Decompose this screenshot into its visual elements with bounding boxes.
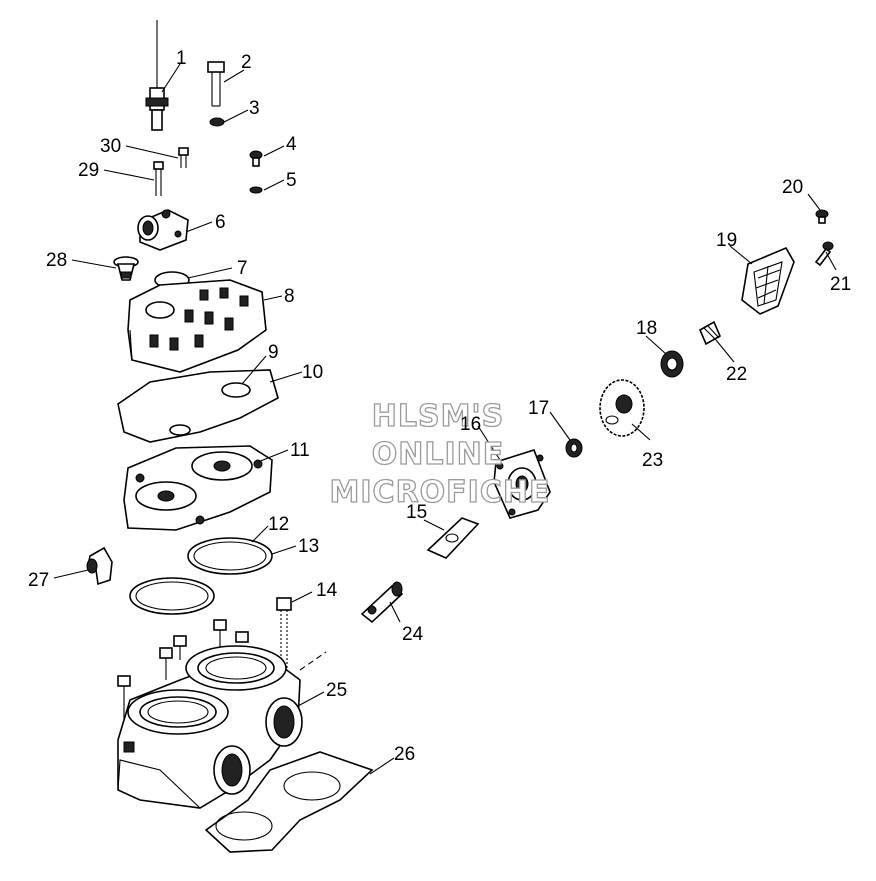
part-28-thermostat [113,256,139,281]
watermark-line-2: ONLINE [372,437,505,472]
callout-13: 13 [298,536,319,557]
part-8-cylinder-head-cover [127,279,267,373]
callout-17: 17 [528,398,549,419]
part-11-cylinder-head [123,445,273,531]
part-27-elbow-fitting [86,546,113,586]
callout-27: 27 [28,570,49,591]
callout-24: 24 [402,624,424,645]
callout-30: 30 [100,136,121,157]
part-20-screw [815,209,829,224]
callout-4: 4 [286,134,297,155]
callout-12: 12 [268,514,289,535]
callout-14: 14 [316,580,338,601]
part-25-cylinder-block [117,619,327,809]
part-29-bolt [153,161,164,196]
callout-20: 20 [782,177,803,198]
callout-numbers: 1 2 3 4 5 6 7 8 9 10 11 12 13 14 15 16 1… [28,48,851,765]
part-10-head-gasket [117,369,279,443]
callout-26: 26 [394,744,415,765]
callout-10: 10 [302,362,323,383]
part-14-stud [276,597,292,668]
part-17-seal [565,438,583,458]
callout-9: 9 [268,342,279,363]
callout-6: 6 [215,212,226,233]
leader-lines [53,63,837,775]
callout-22: 22 [726,364,747,385]
part-26-base-gasket [204,751,374,853]
part-24-fitting [360,581,404,624]
part-4-screw [249,150,263,167]
callout-19: 19 [716,230,737,251]
callout-5: 5 [286,170,297,191]
part-5-washer [249,186,263,194]
watermark-line-1: HLSM'S [372,399,504,434]
part-6-thermostat-housing [137,209,189,251]
callout-11: 11 [290,440,310,461]
callout-23: 23 [642,450,663,471]
callout-29: 29 [78,160,99,181]
part-3-washer [209,117,225,127]
part-30-bolt [178,147,189,168]
callout-7: 7 [237,258,248,279]
part-16-water-pump-housing [493,449,551,519]
callout-25: 25 [326,680,347,701]
part-21-screw [814,241,834,267]
callout-15: 15 [406,502,427,523]
part-12-13-head-gasket [187,537,273,575]
callout-8: 8 [284,286,295,307]
callout-2: 2 [241,52,252,73]
part-2-bolt [207,61,225,107]
part-1-temperature-sensor [145,20,169,131]
part-19-pump-cover [741,246,795,315]
part-15-gasket [426,517,480,559]
callout-28: 28 [46,250,67,271]
part-9-o-ring [221,382,251,398]
watermark-line-3: MICROFICHE [330,475,551,510]
part-13-lower-head-gasket [129,577,215,615]
callout-18: 18 [636,318,657,339]
watermark: HLSM'S ONLINE MICROFICHE [329,398,551,510]
callout-3: 3 [249,98,260,119]
callout-16: 16 [460,414,481,435]
callout-21: 21 [830,274,851,295]
part-23-impeller-gear [599,379,645,437]
part-18-bearing [660,350,684,378]
part-22-pin [698,320,722,346]
callout-1: 1 [176,48,187,69]
part-10-lower-o-ring [169,424,191,436]
